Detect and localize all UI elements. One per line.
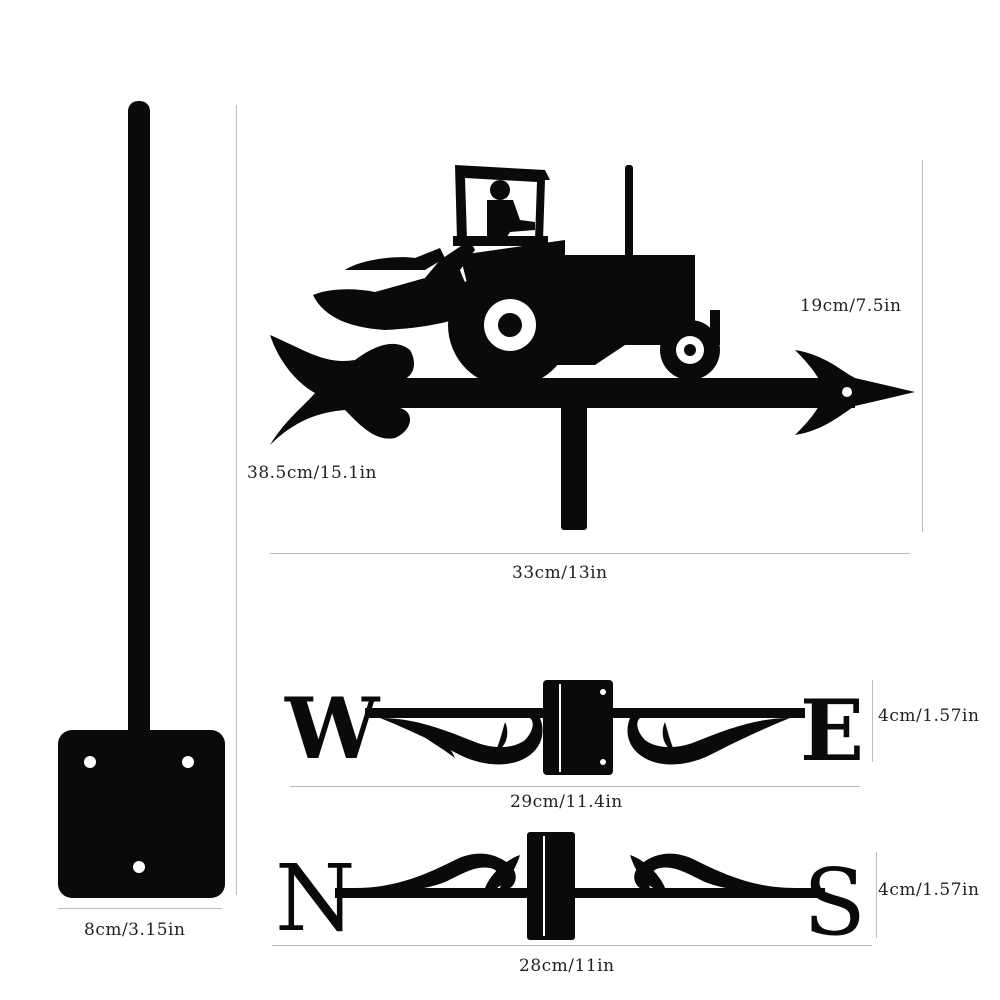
ns-height-line — [876, 852, 877, 938]
ew-height-label: 4cm/1.57in — [878, 706, 980, 726]
arrow-tail-icon — [270, 335, 415, 445]
ew-length-label: 29cm/11.4in — [510, 792, 623, 812]
screw-hole — [84, 756, 96, 768]
east-letter: E — [800, 681, 864, 780]
north-letter: N — [275, 845, 356, 952]
vane-height-label: 19cm/7.5in — [800, 296, 902, 316]
north-south-bar: N S — [275, 832, 866, 956]
ns-length-label: 28cm/11in — [519, 956, 615, 976]
exhaust-pipe — [625, 165, 633, 260]
south-letter: S — [803, 849, 866, 956]
vane-width-line — [270, 553, 910, 554]
ew-height-line — [872, 680, 873, 762]
ornament-icon — [634, 853, 795, 891]
vane-length-label: 38.5cm/15.1in — [247, 463, 377, 483]
screw-hole — [182, 756, 194, 768]
screw-hole — [133, 861, 145, 873]
plough-icon — [313, 240, 480, 330]
driver-icon — [490, 180, 510, 200]
pole-width-label: 8cm/3.15in — [84, 920, 186, 940]
arrow-head-icon — [795, 350, 915, 435]
arrow-shaft — [385, 378, 855, 408]
mounting-pole — [128, 101, 150, 826]
hinge-plate — [527, 832, 575, 940]
vane-width-label: 33cm/13in — [512, 563, 608, 583]
ew-length-line — [290, 786, 860, 787]
ns-height-label: 4cm/1.57in — [878, 880, 980, 900]
pole-width-line — [58, 908, 222, 909]
pole-height-line — [236, 105, 237, 895]
west-letter: W — [284, 679, 381, 778]
ns-length-line — [272, 945, 872, 946]
east-west-bar: W E — [284, 679, 864, 780]
ornament-icon — [355, 853, 516, 891]
mounting-pole-with-base — [58, 101, 225, 898]
vane-height-line — [922, 160, 923, 532]
tractor-vane — [270, 165, 915, 530]
ornament-icon — [627, 718, 790, 765]
mount-tube — [561, 400, 587, 530]
tractor-cab-icon — [455, 165, 550, 240]
ornament-icon — [380, 718, 543, 765]
